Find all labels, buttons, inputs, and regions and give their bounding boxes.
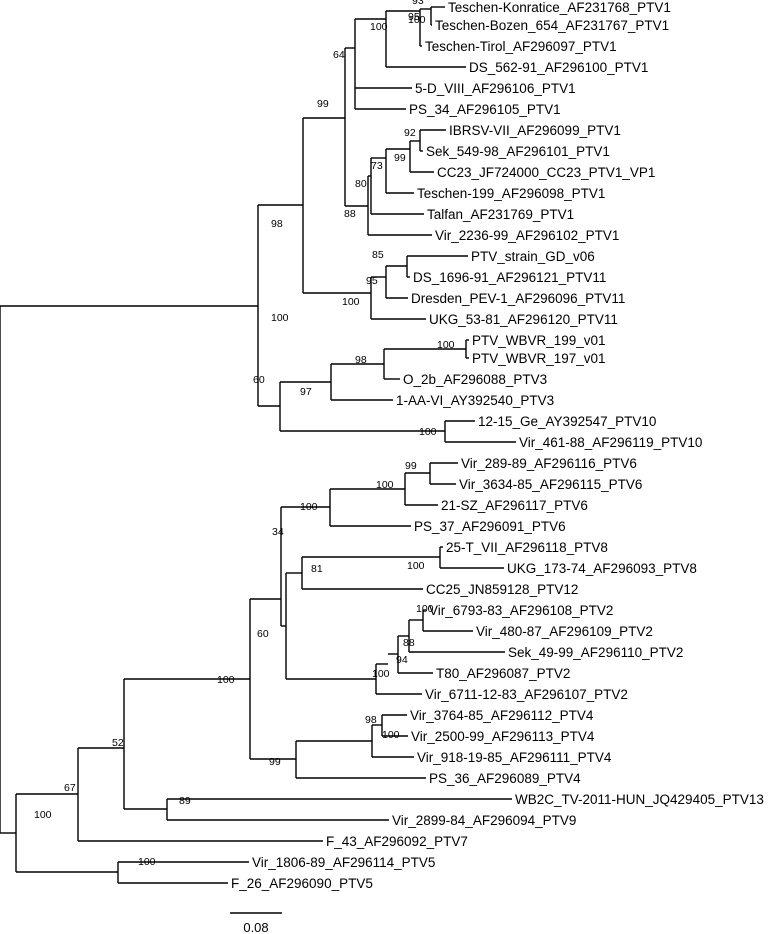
support-value-s27: 81 [311,563,323,575]
leaf-label-t14: DS_1696-91_AF296121_PTV11 [413,270,606,285]
support-value-s21: 100 [419,426,437,438]
leaf-label-t38: PS_36_AF296089_PTV4 [429,771,581,786]
leaf-label-t5: 5-D_VIII_AF296106_PTV1 [415,81,576,96]
support-value-s23: 100 [376,479,394,491]
support-value-s8: 73 [371,160,383,172]
leaf-label-t41: F_43_AF296092_PTV7 [326,834,468,849]
support-value-s6: 92 [404,127,416,139]
leaf-label-t8: Sek_549-98_AF296101_PTV1 [426,144,610,159]
leaf-label-t26: PS_37_AF296091_PTV6 [414,519,566,534]
leaf-label-t17: PTV_WBVR_199_v01 [472,333,606,348]
support-value-s37: 52 [112,737,124,749]
support-value-s35: 100 [382,729,400,741]
leaf-label-t24: Vir_3634-85_AF296115_PTV6 [459,477,642,492]
leaf-label-t27: 25-T_VII_AF296118_PTV8 [446,540,608,555]
leaf-label-t16: UKG_53-81_AF296120_PTV11 [429,312,618,327]
support-value-s11: 99 [317,98,329,110]
leaf-label-t6: PS_34_AF296105_PTV1 [409,102,561,117]
support-value-s13: 85 [372,249,384,261]
leaf-label-t40: Vir_2899-84_AF296094_PTV9 [392,813,576,828]
leaf-label-t18: PTV_WBVR_197_v01 [472,351,606,366]
leaf-label-t32: Sek_49-99_AF296110_PTV2 [508,645,683,660]
leaf-label-t12: Vir_2236-99_AF296102_PTV1 [435,228,619,243]
support-value-s7: 99 [394,152,406,164]
leaf-label-t31: Vir_480-87_AF296109_PTV2 [476,624,653,639]
support-value-s22: 99 [405,460,417,472]
leaf-label-t34: Vir_6711-12-83_AF296107_PTV2 [425,687,628,702]
leaf-label-t23: Vir_289-89_AF296116_PTV6 [461,456,637,471]
support-values: 9310095100649299738088999885951001001009… [34,0,455,868]
support-value-s3: 95 [408,11,420,23]
leaf-labels: Teschen-Konratice_AF231768_PTV1Teschen-B… [231,0,764,891]
leaf-label-t37: Vir_918-19-85_AF296111_PTV4 [417,750,612,765]
support-value-s28: 60 [257,628,269,640]
leaf-label-t21: 12-15_Ge_AY392547_PTV10 [478,414,656,429]
leaf-label-t20: 1-AA-VI_AY392540_PTV3 [396,393,554,408]
leaf-label-t10: Teschen-199_AF296098_PTV1 [417,186,605,201]
support-value-s38: 89 [179,795,191,807]
leaf-label-t22: Vir_461-88_AF296119_PTV10 [519,435,702,450]
support-value-s19: 97 [300,386,312,398]
support-value-s36: 99 [269,756,281,768]
support-value-s24: 100 [300,501,318,513]
support-value-s32: 100 [372,668,390,680]
leaf-label-t25: 21-SZ_AF296117_PTV6 [441,498,588,513]
support-value-s18: 98 [355,354,367,366]
leaf-label-t36: Vir_2500-99_AF296113_PTV4 [411,729,595,744]
leaf-label-t42: Vir_1806-89_AF296114_PTV5 [252,855,435,870]
leaf-label-t28: UKG_173-74_AF296093_PTV8 [507,561,697,576]
support-value-s2: 100 [408,14,426,26]
support-value-s30: 88 [403,637,415,649]
leaf-label-t43: F_26_AF296090_PTV5 [231,876,373,891]
support-value-s25: 34 [272,526,284,538]
support-value-s39: 67 [64,782,76,794]
leaf-label-t11: Talfan_AF231769_PTV1 [427,207,574,222]
leaf-label-t29: CC25_JN859128_PTV12 [426,582,578,597]
scale-bar-label: 0.08 [243,920,268,934]
support-value-s1: 93 [412,0,424,7]
leaf-label-t30: Vir_6793-83_AF296108_PTV2 [429,603,613,618]
support-value-s41: 100 [34,809,52,821]
support-value-s16: 100 [271,312,289,324]
leaf-label-t2: Teschen-Bozen_654_AF231767_PTV1 [435,18,669,33]
leaf-label-t15: Dresden_PEV-1_AF296096_PTV11 [411,291,625,306]
leaf-label-t1: Teschen-Konratice_AF231768_PTV1 [448,0,671,15]
support-value-s26: 100 [407,560,425,572]
support-value-s14: 95 [366,275,378,287]
leaf-label-t9: CC23_JF724000_CC23_PTV1_VP1 [437,165,655,180]
leaf-label-t4: DS_562-91_AF296100_PTV1 [469,60,648,75]
support-value-s9: 80 [355,178,367,190]
leaf-label-t35: Vir_3764-85_AF296112_PTV4 [410,708,594,723]
support-value-s31: 94 [396,654,408,666]
support-value-s40: 100 [138,856,156,868]
support-value-s17: 100 [437,339,455,351]
leaf-label-t3: Teschen-Tirol_AF296097_PTV1 [425,39,617,54]
support-value-s5: 64 [333,49,345,61]
leaf-label-t13: PTV_strain_GD_v06 [471,249,595,264]
support-value-s34: 98 [365,714,377,726]
leaf-label-t39: WB2C_TV-2011-HUN_JQ429405_PTV13 [515,792,764,807]
leaf-label-t7: IBRSV-VII_AF296099_PTV1 [449,123,621,138]
support-value-s29: 100 [416,603,434,615]
support-value-s15: 100 [342,296,360,308]
leaf-label-t19: O_2b_AF296088_PTV3 [403,372,547,387]
tree-branches [0,6,516,884]
scale-bar: 0.08 [230,912,282,934]
support-value-s12: 98 [271,218,283,230]
support-value-s20: 60 [253,374,265,386]
leaf-label-t33: T80_AF296087_PTV2 [436,666,570,681]
support-value-s33: 100 [217,674,235,686]
support-value-s4: 100 [370,21,388,33]
support-value-s10: 88 [344,208,356,220]
